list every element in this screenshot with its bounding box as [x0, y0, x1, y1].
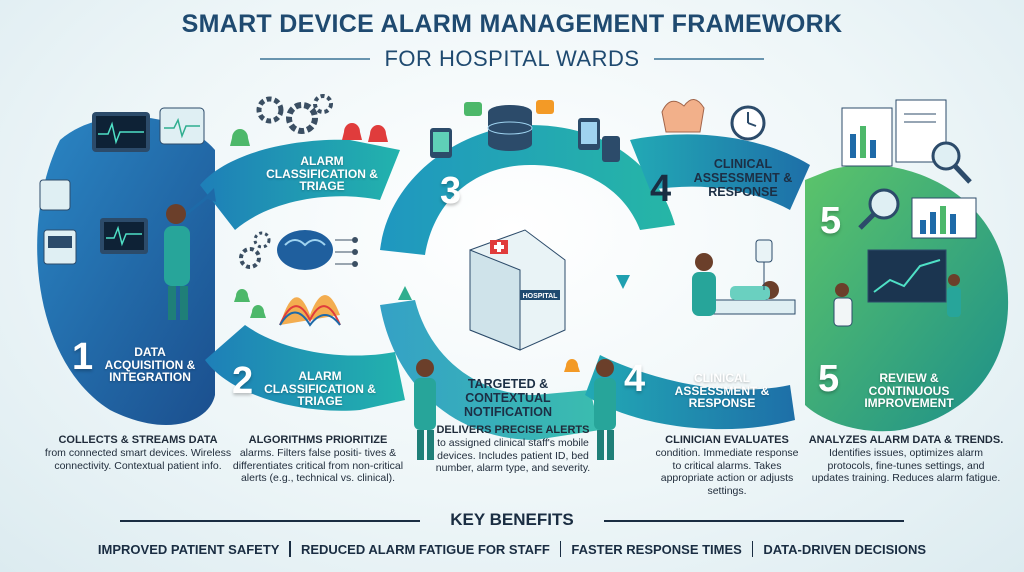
benefits-rule-left: [120, 520, 420, 522]
subtitle-row: FOR HOSPITAL WARDS: [0, 46, 1024, 72]
step-4-top-number: 4: [650, 168, 672, 210]
subtitle-rule-right: [653, 58, 764, 60]
hands-icon: [661, 99, 705, 133]
step1-region: [37, 116, 216, 426]
step-1-desc-text: from connected smart devices. Wireless c…: [44, 447, 232, 472]
nurse-icon: [164, 204, 190, 320]
analytics-screen-icon: [867, 249, 947, 303]
subtitle-rule-left: [260, 58, 371, 60]
step-3-number: 3: [440, 170, 462, 212]
monitor-icon-2: [159, 107, 205, 145]
step-5-description: ANALYZES ALARM DATA & TRENDS. Identifies…: [808, 434, 1004, 485]
step-2-description: ALGORITHMS PRIORITIZE alarms. Filters fa…: [232, 434, 404, 485]
phone-icon-2: [578, 118, 600, 150]
infusion-pump-icon: [39, 179, 77, 265]
benefit-item: REDUCED ALARM FATIGUE FOR STAFF: [300, 541, 550, 557]
analyst-icon: [833, 283, 853, 327]
tablet-monitor-icon: [100, 218, 148, 254]
alarm-bell-icon-6: [564, 359, 580, 372]
nurse-icon-3: [594, 359, 616, 460]
step2-bottom-arc: [205, 325, 405, 411]
gear-icon: [256, 96, 284, 124]
step-4-description: CLINICIAN EVALUATES condition. Immediate…: [652, 434, 802, 498]
brain-icon: [277, 230, 333, 270]
step-4-top-label: CLINICAL ASSESSMENT & RESPONSE: [693, 157, 793, 199]
benefit-item: IMPROVED PATIENT SAFETY: [97, 541, 280, 557]
step2-top-arc: [200, 139, 400, 230]
step-3-description: DELIVERS PRECISE ALERTS to assigned clin…: [430, 424, 596, 475]
arrow-head-4: [828, 214, 840, 230]
step-4-label: CLINICAL ASSESSMENT & RESPONSE: [674, 371, 770, 411]
gear-icon-3: [313, 94, 333, 114]
step-5-desc-lead: ANALYZES ALARM DATA & TRENDS.: [808, 434, 1004, 446]
step-1-description: COLLECTS & STREAMS DATA from connected s…: [38, 434, 238, 472]
step-3-desc-lead: DELIVERS PRECISE ALERTS: [436, 424, 590, 436]
step-1-label: DATA ACQUISITION & INTEGRATION: [104, 345, 196, 385]
monitor-icon: [92, 112, 150, 152]
step-2-desc-lead: ALGORITHMS PRIORITIZE: [248, 434, 388, 446]
page-subtitle: FOR HOSPITAL WARDS: [384, 46, 640, 71]
hospital-icon: HOSPITAL: [469, 229, 566, 351]
benefit-item: FASTER RESPONSE TIMES: [571, 541, 742, 557]
nurse-icon-4: [692, 253, 716, 316]
patient-bed-icon: [699, 281, 796, 315]
step-2-desc-text: alarms. Filters false positi- tives & di…: [232, 447, 404, 485]
gear-icon-5: [253, 231, 271, 249]
benefit-separator: [751, 541, 754, 557]
alarm-bell-icon-5: [250, 305, 266, 318]
benefits-row: IMPROVED PATIENT SAFETY REDUCED ALARM FA…: [0, 541, 1024, 557]
benefit-separator: [289, 541, 291, 557]
step-4-desc-lead: CLINICIAN EVALUATES: [665, 434, 789, 446]
bar-chart-icon: [911, 197, 977, 239]
step-1-desc-lead: COLLECTS & STREAMS DATA: [58, 434, 218, 446]
report-icon: [841, 107, 893, 167]
notification-icon-2: [536, 100, 554, 114]
phone-icon-3: [602, 136, 620, 162]
page-title: SMART DEVICE ALARM MANAGEMENT FRAMEWORK: [181, 10, 843, 38]
magnifier-icon: [931, 141, 972, 184]
step-3-desc-text: to assigned clinical staff's mobile devi…: [435, 437, 591, 475]
network-nodes-icon: [335, 237, 358, 267]
step-5-top-number: 5: [820, 200, 842, 242]
step4-top-arc: [630, 134, 810, 210]
hospital-sign: HOSPITAL: [523, 293, 559, 300]
analyst-icon-2: [947, 274, 961, 317]
step-5-desc-text: Identifies issues, optimizes alarm proto…: [811, 447, 1001, 485]
clock-icon: [730, 105, 766, 141]
arrow-head-2: [398, 286, 412, 300]
step3-arc-bottom: [380, 300, 600, 440]
benefits-rule-right: [604, 520, 904, 522]
benefit-separator: [559, 541, 562, 557]
arrow-head-1: [204, 188, 216, 202]
alarm-bell-icon-4: [234, 289, 250, 302]
step-2-number: 2: [232, 360, 254, 402]
gear-icon-2: [286, 102, 318, 134]
waveform-chart-icon: [279, 295, 341, 327]
gear-icon-4: [239, 247, 261, 269]
arrow-head-3: [616, 275, 630, 289]
step4-bottom-arc: [585, 355, 795, 430]
step-1-number: 1: [72, 336, 94, 378]
notification-icon: [464, 102, 482, 116]
alarm-bell-icon-3: [368, 125, 388, 142]
database-icon: [487, 105, 533, 151]
benefits-title: KEY BENEFITS: [450, 510, 574, 529]
step-4-desc-text: condition. Immediate response to critica…: [655, 447, 799, 497]
benefit-item: DATA-DRIVEN DECISIONS: [763, 541, 927, 557]
step-2-label: ALARM CLASSIFICATION & TRIAGE: [264, 369, 376, 409]
step-2-top-label: ALARM CLASSIFICATION & TRIAGE: [266, 154, 378, 194]
alarm-bell-icon-2: [342, 123, 362, 140]
step-3-label: TARGETED & CONTEXTUAL NOTIFICATION: [464, 377, 552, 419]
step-5-label: REVIEW & CONTINUOUS IMPROVEMENT: [864, 371, 954, 411]
step-5-number: 5: [818, 358, 840, 400]
step3-arc-top: [380, 125, 675, 255]
iv-bag-icon: [755, 239, 773, 290]
magnifier-icon-2: [858, 188, 900, 230]
nurse-icon-2: [414, 359, 436, 460]
step-4-number: 4: [624, 358, 646, 400]
alarm-bell-icon: [230, 129, 250, 146]
phone-icon: [430, 128, 452, 158]
